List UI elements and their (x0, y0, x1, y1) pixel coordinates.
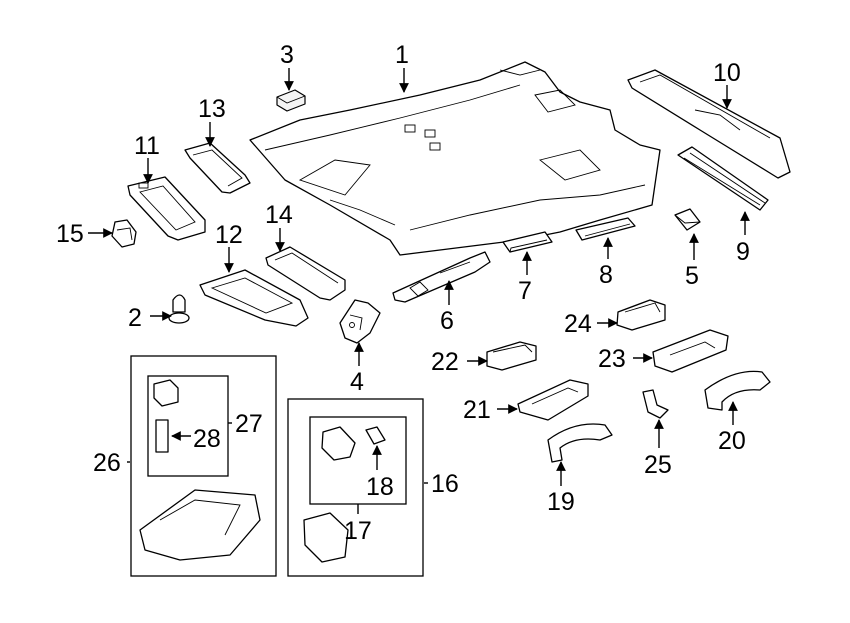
bracket-part-4 (339, 299, 381, 344)
strip-part-7 (502, 231, 553, 253)
callout-8: 8 (599, 261, 613, 289)
clip-part-25 (642, 389, 669, 419)
callout-6: 6 (440, 307, 454, 335)
handle-part-22 (486, 341, 537, 371)
callout-25: 25 (644, 451, 672, 479)
callout-16: 16 (431, 470, 459, 498)
rail-part-10 (627, 69, 791, 179)
trim-strip-part-9 (677, 146, 769, 211)
visor-part-11 (127, 176, 206, 241)
callout-7: 7 (518, 277, 532, 305)
grab-handle-part-19 (547, 423, 613, 463)
callout-24: 24 (564, 310, 592, 338)
callout-1: 1 (395, 41, 409, 69)
callout-labels: 1 2 3 4 5 6 7 8 9 10 11 12 13 14 15 16 1… (56, 41, 750, 545)
leader-lines (88, 68, 750, 514)
visor-cover-part-14 (265, 246, 346, 301)
clip-part-15 (111, 219, 137, 248)
callout-12: 12 (215, 221, 243, 249)
handle-part-24 (616, 299, 666, 331)
assembly-box-26 (130, 355, 277, 577)
bracket-part-23 (652, 329, 729, 373)
callout-20: 20 (718, 427, 746, 455)
assembly-box-16 (287, 398, 424, 577)
visor-cover-part-13 (184, 142, 251, 194)
bracket-part-21 (517, 379, 589, 421)
callout-28: 28 (193, 425, 221, 453)
callout-27: 27 (235, 410, 263, 438)
callout-19: 19 (547, 488, 575, 516)
callout-11: 11 (134, 132, 160, 160)
strip-part-8 (575, 217, 636, 241)
headliner-part (249, 61, 661, 256)
callout-4: 4 (350, 368, 364, 396)
rail-part-6 (392, 251, 491, 303)
callout-2: 2 (128, 304, 142, 332)
callout-26: 26 (93, 449, 121, 477)
visor-part-12 (199, 269, 309, 327)
callout-22: 22 (431, 348, 459, 376)
callout-3: 3 (280, 41, 294, 69)
callout-10: 10 (713, 59, 741, 87)
callout-5: 5 (685, 262, 699, 290)
block-part-5 (674, 208, 701, 231)
callout-13: 13 (198, 95, 226, 123)
callout-18: 18 (366, 473, 394, 501)
callout-17: 17 (344, 517, 372, 545)
grab-handle-part-20 (704, 370, 771, 411)
pad-part-3 (276, 89, 306, 112)
callout-15: 15 (56, 220, 84, 248)
callout-21: 21 (463, 396, 491, 424)
callout-14: 14 (265, 201, 293, 229)
callout-23: 23 (598, 345, 626, 373)
callout-9: 9 (736, 238, 750, 266)
pin-part-2 (168, 294, 190, 324)
